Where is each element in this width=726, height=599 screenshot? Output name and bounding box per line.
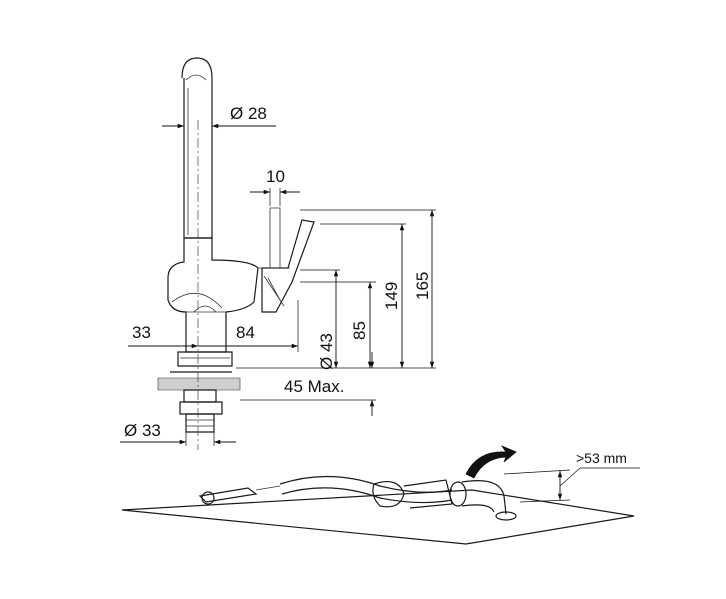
countertop-section — [157, 371, 241, 391]
dim-body-diameter: Ø 43 — [317, 270, 339, 370]
dim-reach: 33 84 — [128, 300, 299, 352]
dim-height-body: 85 — [350, 282, 373, 368]
height-extension-lines — [236, 209, 436, 401]
installation-view: >53 mm — [121, 445, 640, 545]
dim-deck-thickness: 45 Max. — [284, 352, 375, 416]
countertop-plate — [121, 489, 635, 545]
label-lever-width: 10 — [266, 167, 285, 186]
label-height-total: 165 — [413, 272, 432, 300]
faucet-elevation — [157, 57, 315, 450]
dim-height-spout: 149 — [382, 224, 405, 368]
spout-tube — [181, 57, 213, 239]
label-spout-diameter: Ø 28 — [230, 104, 267, 123]
label-height-body: 85 — [350, 321, 369, 340]
dim-thread-diameter: Ø 33 — [120, 421, 236, 446]
pullout-spray-hose — [198, 475, 453, 509]
dim-spout-diameter: Ø 28 — [162, 104, 276, 129]
dim-clearance: >53 mm — [503, 450, 640, 503]
dim-height-total: 165 — [413, 210, 435, 368]
base-escutcheon — [177, 351, 233, 367]
label-clearance: >53 mm — [576, 450, 627, 466]
faucet-mount-bend — [449, 480, 517, 521]
label-height-spout: 149 — [382, 282, 401, 310]
label-reach-left: 33 — [132, 323, 151, 342]
rotation-arrow-icon — [465, 445, 517, 479]
mounting-shank — [179, 389, 223, 433]
label-thread-diameter: Ø 33 — [124, 421, 161, 440]
dim-lever-width: 10 — [250, 167, 300, 206]
label-reach-right: 84 — [236, 323, 255, 342]
lever-handle — [258, 207, 315, 313]
label-deck-thickness: 45 Max. — [284, 377, 344, 396]
label-body-diameter: Ø 43 — [317, 333, 336, 370]
